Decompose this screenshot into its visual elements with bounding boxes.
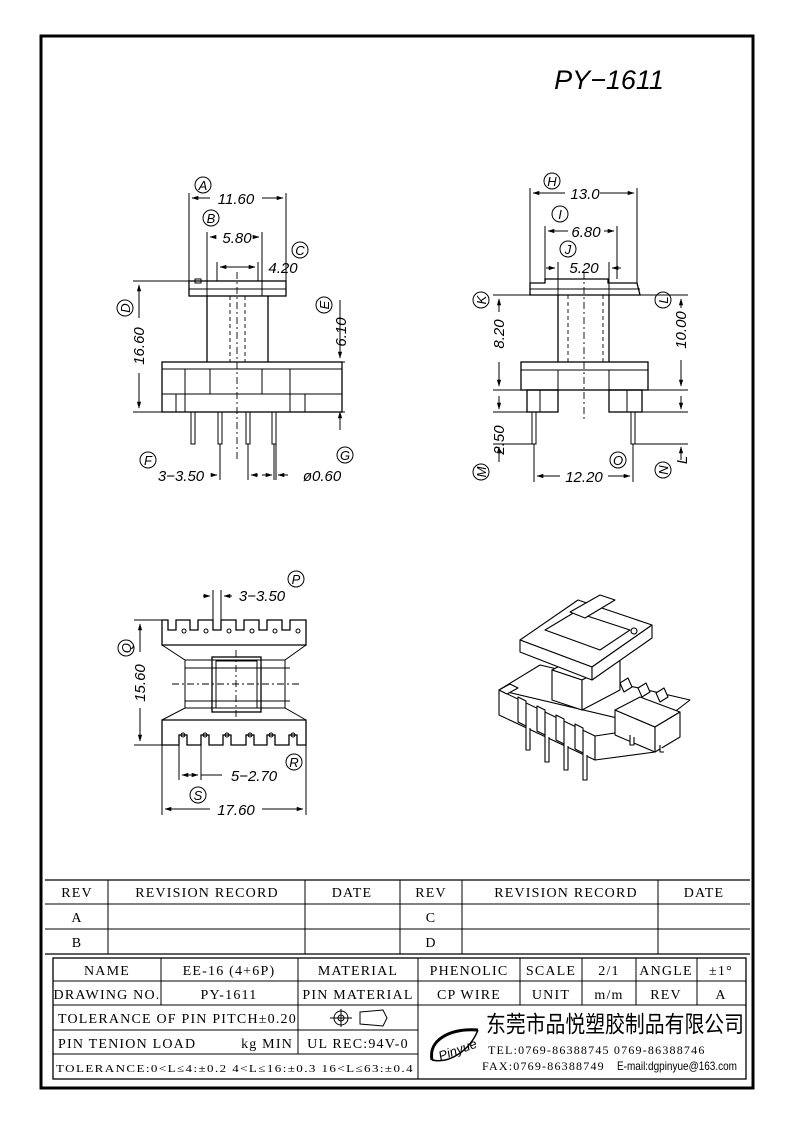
rev-header-2: REV — [415, 886, 447, 901]
dim-p-label: P — [292, 572, 301, 587]
dim-q-label: Q — [119, 643, 134, 653]
unit-value: m/m — [594, 988, 623, 1003]
rev-label: REV — [650, 988, 682, 1003]
logo-text: Pinyue — [436, 1036, 478, 1064]
title-block: NAME EE-16 (4+6P) MATERIAL PHENOLIC SCAL… — [52, 957, 747, 1080]
rev-row-b: B — [72, 936, 83, 951]
dim-d-value: 16.60 — [131, 327, 148, 365]
angle-value: ±1° — [709, 964, 733, 979]
dim-i-value: 6.80 — [571, 224, 601, 241]
pin-material-value: CP WIRE — [437, 988, 501, 1003]
drawing-title: PY−1611 — [554, 65, 664, 95]
dim-l-label: L — [656, 296, 671, 303]
dim-b-label: B — [207, 211, 216, 226]
dim-l-value: 10.00 — [673, 311, 690, 349]
dim-k-value: 8.20 — [491, 319, 508, 349]
dim-e-label: E — [317, 300, 332, 309]
dim-c-label: C — [295, 243, 305, 258]
dim-a-value: 11.60 — [218, 191, 255, 208]
dim-j-value: 5.20 — [569, 260, 599, 277]
dim-d-label: D — [118, 303, 133, 312]
dim-e-value: 6.10 — [333, 317, 350, 347]
dim-g-value: ø0.60 — [303, 468, 342, 485]
dim-q-value: 15.60 — [132, 664, 149, 702]
company-name: 东莞市品悦塑胶制品有限公司 — [486, 1011, 744, 1037]
rev-row-a: A — [71, 911, 82, 926]
dim-s-value: 17.60 — [217, 802, 255, 819]
bottom-view: P 3−3.50 Q 15.60 R 5−2.70 S 17.60 — [117, 570, 307, 819]
rev-row-c: C — [426, 911, 437, 926]
scale-label: SCALE — [526, 964, 576, 979]
dim-f-value: 3−3.50 — [158, 468, 205, 485]
dim-s-label: S — [194, 788, 203, 803]
dim-m-value: 2.50 — [491, 425, 508, 456]
company-tel: TEL:0769-86388745 0769-86388746 — [488, 1043, 706, 1057]
drawing-no-label: DRAWING NO. — [54, 988, 161, 1003]
dim-h-label: H — [547, 174, 557, 189]
pin-tension-label: PIN TENION LOAD — [58, 1037, 196, 1052]
dim-m-label: M — [474, 466, 489, 477]
side-view: H 13.0 I 6.80 J 5.20 K 8.20 L 10.00 — [472, 172, 691, 486]
projection-symbol-icon — [330, 1009, 388, 1027]
name-label: NAME — [84, 964, 130, 979]
company-fax: FAX:0769-86388749 — [482, 1059, 605, 1073]
rev-row-d: D — [425, 936, 436, 951]
dim-r-label: R — [289, 755, 298, 770]
dim-f-label: F — [144, 453, 153, 468]
revision-record-header-1: REVISION RECORD — [135, 886, 279, 901]
material-label: MATERIAL — [318, 964, 398, 979]
angle-label: ANGLE — [639, 964, 692, 979]
front-view: A 11.60 B 5.80 C 4.20 D 16.60 E 6.10 — [116, 176, 354, 485]
pin-tension-value: kg MIN — [241, 1037, 293, 1052]
dim-b-value: 5.80 — [222, 230, 252, 247]
dim-r-value: 5−2.70 — [231, 768, 278, 785]
unit-label: UNIT — [532, 988, 570, 1003]
date-header-1: DATE — [332, 886, 373, 901]
scale-value: 2/1 — [598, 964, 620, 979]
tolerance-pin-pitch: TOLERANCE OF PIN PITCH±0.20 — [58, 1012, 297, 1027]
dim-n-value: L — [674, 456, 691, 464]
rev-value: A — [715, 988, 726, 1003]
rev-header-1: REV — [61, 886, 93, 901]
dim-i-label: I — [558, 207, 562, 222]
dim-c-value: 4.20 — [268, 260, 298, 277]
name-value: EE-16 (4+6P) — [183, 964, 276, 979]
company-email: E-mail:dgpinyue@163.com — [617, 1059, 737, 1073]
dim-k-label: K — [474, 294, 489, 304]
revision-table: REV REVISION RECORD DATE REV REVISION RE… — [45, 879, 750, 955]
dim-g-label: G — [340, 448, 350, 463]
isometric-view — [498, 594, 691, 781]
date-header-2: DATE — [684, 886, 725, 901]
tolerance-general: TOLERANCE:0<L≤4:±0.2 4<L≤16:±0.3 16<L≤63… — [56, 1063, 414, 1075]
pin-material-label: PIN MATERIAL — [302, 988, 413, 1003]
drawing-no-value: PY-1611 — [201, 988, 258, 1003]
dim-h-value: 13.0 — [570, 186, 600, 203]
revision-record-header-2: REVISION RECORD — [494, 886, 638, 901]
material-value: PHENOLIC — [430, 964, 509, 979]
dim-p-value: 3−3.50 — [239, 588, 286, 605]
dim-o-label: O — [613, 453, 623, 468]
ul-rec: UL REC:94V-0 — [307, 1037, 409, 1052]
dim-a-label: A — [198, 178, 208, 193]
company-logo: Pinyue — [430, 1028, 479, 1064]
sheet-border — [39, 34, 755, 1090]
dim-j-label: J — [564, 242, 572, 257]
dim-n-label: N — [656, 465, 671, 475]
dim-o-value: 12.20 — [565, 469, 603, 486]
